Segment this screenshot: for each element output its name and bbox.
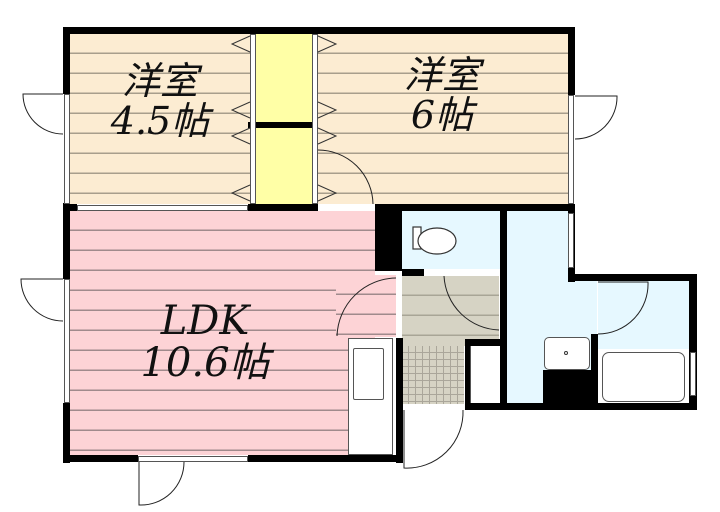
wall-left-mid	[63, 203, 70, 279]
closet-door-left-track	[250, 34, 256, 204]
wall-ldk-right	[396, 338, 403, 463]
wall-left-upper	[63, 27, 70, 94]
toilet-icon	[412, 226, 457, 255]
room-name: 洋室	[403, 53, 480, 97]
door-6-exterior	[574, 95, 618, 140]
room-name: LDK	[160, 298, 250, 344]
room-size: 10.6帖	[140, 340, 270, 386]
wall-bath-right	[689, 274, 697, 410]
room-name: 洋室	[121, 59, 198, 103]
window-bedroom-ldk	[77, 205, 248, 211]
door-bath	[597, 281, 649, 335]
wall-toilet-bottom	[402, 269, 424, 276]
door-toilet	[443, 275, 500, 331]
wall-right-6jo-upper	[568, 27, 575, 95]
closet-door-marks-left	[230, 35, 251, 202]
wall-bath-top	[568, 274, 697, 281]
kitchen-sink	[353, 348, 384, 400]
closet-lower	[256, 128, 312, 204]
wall-washbasin-base	[543, 370, 598, 410]
room-size: 6帖	[410, 92, 474, 137]
western-room-6	[318, 34, 568, 204]
room-label-4-5: 洋室 4.5帖	[90, 59, 230, 143]
window-6-east	[568, 95, 574, 204]
closet-upper	[256, 34, 312, 122]
door-4-5-exterior	[22, 93, 64, 135]
wall-bedroom-bottom-right	[375, 204, 575, 211]
bathroom	[598, 281, 689, 349]
door-ldk-to-hall	[336, 277, 397, 337]
window-ldk-west	[64, 279, 70, 403]
wall-shoe-top	[465, 339, 507, 346]
hallway	[402, 276, 499, 346]
entrance-genkan	[402, 346, 464, 404]
shoe-cabinet	[470, 346, 499, 404]
wall-shoe-left	[465, 339, 470, 404]
bathtub	[602, 352, 685, 402]
window-4-5-west	[64, 94, 70, 204]
window-wash-east	[568, 213, 574, 268]
wall-ldk-bottom-left	[63, 455, 138, 462]
wall-top	[63, 27, 575, 34]
door-ldk-south	[138, 461, 185, 506]
closet-door-marks-right	[317, 35, 338, 202]
wall-ldk-bottom-right	[248, 455, 403, 462]
closet-door-right-track	[312, 34, 318, 204]
ldk-room	[70, 211, 375, 455]
wall-bedroom-bottom-left	[63, 204, 77, 211]
door-entrance	[403, 409, 464, 469]
door-ldk-exterior	[20, 278, 64, 322]
door-6-to-hall	[317, 149, 374, 205]
washbasin-drain	[564, 351, 568, 355]
wall-toilet-right	[500, 204, 507, 404]
wall-left-lower	[63, 403, 70, 463]
wall-closet-divider	[248, 122, 318, 128]
western-room-4-5	[70, 34, 250, 204]
room-label-ldk: LDK 10.6帖	[120, 300, 290, 384]
room-size: 4.5帖	[110, 98, 210, 143]
window-ldk-south	[138, 456, 248, 462]
wall-toilet-left	[375, 204, 402, 271]
window-bath-east	[690, 352, 696, 396]
room-label-6: 洋室 6帖	[372, 53, 512, 137]
wall-closet-bottom	[248, 204, 318, 211]
